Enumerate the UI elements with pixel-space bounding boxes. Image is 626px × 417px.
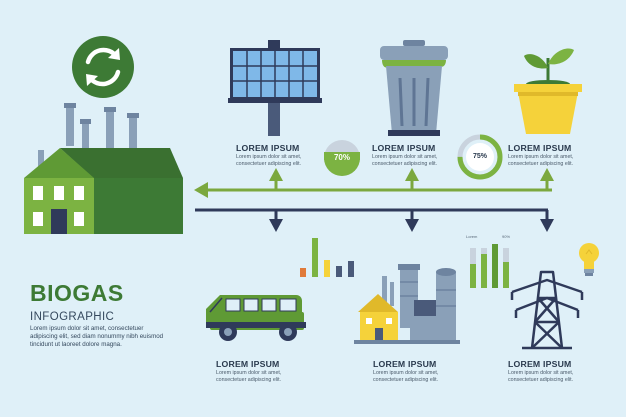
gauge-70-label: 70%: [333, 153, 350, 162]
gauge-70-chart: [324, 140, 360, 176]
biogas-plant-icon: [24, 103, 183, 234]
page-subtitle: INFOGRAPHIC: [30, 311, 115, 323]
top-item-3-heading: LOREM IPSUM: [508, 143, 572, 153]
bottom-item-1-body: Lorem ipsum dolor sit amet, consectetuer…: [216, 370, 282, 383]
bottom-item-2-body: Lorem ipsum dolor sit amet, consectetuer…: [373, 370, 439, 383]
top-item-1-heading: LOREM IPSUM: [236, 143, 300, 153]
lightbulb-icon: [579, 243, 599, 276]
refinery-icon: [354, 264, 460, 344]
van-icon: [206, 295, 306, 341]
chart-label-left: Lorem: [466, 234, 478, 239]
potted-plant-icon: [514, 48, 582, 134]
donut-75-chart: [457, 134, 503, 180]
solar-panel-icon: [228, 40, 322, 136]
page-title: BIOGAS: [30, 280, 124, 306]
bottom-item-3-body: Lorem ipsum dolor sit amet, consectetuer…: [508, 370, 574, 383]
green-bar-chart-icon: [470, 244, 509, 288]
donut-75-label: 75%: [472, 153, 487, 160]
bottom-item-3-heading: LOREM IPSUM: [508, 359, 572, 369]
recycle-icon: [72, 36, 134, 98]
bottom-item-2-heading: LOREM IPSUM: [373, 359, 437, 369]
navy-arrow-connector: [195, 208, 554, 232]
top-item-2-heading: LOREM IPSUM: [372, 143, 436, 153]
chart-label-right: 90%: [502, 234, 511, 239]
power-tower-icon: [510, 270, 584, 350]
top-item-3-body: Lorem ipsum dolor sit amet, consectetuer…: [508, 154, 574, 167]
green-arrow-connector: [194, 168, 554, 198]
bottom-item-1-heading: LOREM IPSUM: [216, 359, 280, 369]
top-item-2-body: Lorem ipsum dolor sit amet, consectetuer…: [372, 154, 438, 167]
top-item-1-body: Lorem ipsum dolor sit amet, consectetuer…: [236, 154, 302, 167]
intro-text: Lorem ipsum dolor sit amet, consectetuer…: [30, 325, 164, 348]
bar-chart-icon: [300, 238, 354, 277]
trash-can-icon: [380, 40, 448, 136]
